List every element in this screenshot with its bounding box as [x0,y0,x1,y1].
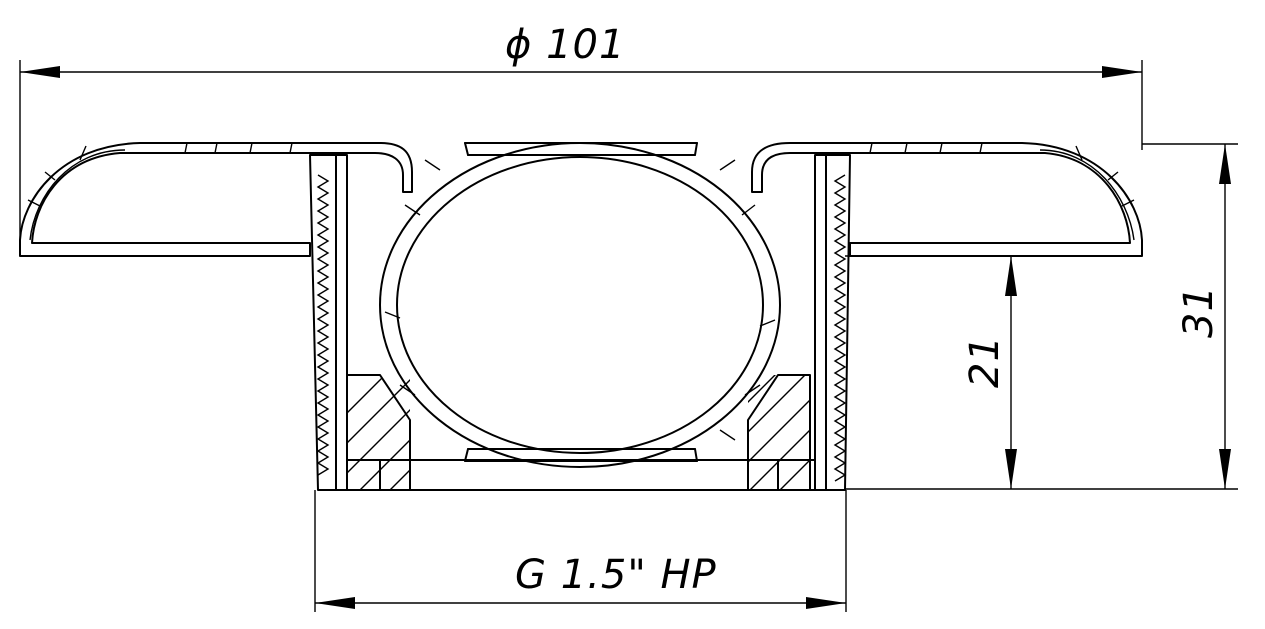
arrow-right [1102,66,1142,78]
height-thread-label: 21 [962,335,1008,388]
thread-label: G 1.5" HP [515,552,717,598]
diameter-dimension: ϕ 101 [19,22,1143,256]
height-thread-dimension: 21 [845,255,1022,489]
flange-right [751,142,1143,257]
arrow-down-2 [1005,449,1017,489]
arrow-thread-left [315,597,355,609]
flange-right-hatch [869,142,1135,207]
arrow-down [1219,449,1231,489]
flange-left [19,142,413,257]
thread-dimension: G 1.5" HP [314,490,847,612]
diameter-label: ϕ 101 [505,22,625,68]
arrow-up [1219,144,1231,184]
arrow-up-2 [1005,256,1017,296]
arrow-thread-right [806,597,846,609]
height-total-label: 31 [1176,285,1222,338]
retaining-ring-right [747,374,811,491]
retaining-ring-left [346,374,411,491]
ball-nozzle [379,142,781,468]
flange-left-hatch [27,142,293,207]
height-total-dimension: 31 [845,143,1238,490]
ball-hatch [384,159,776,441]
arrow-left [20,66,60,78]
